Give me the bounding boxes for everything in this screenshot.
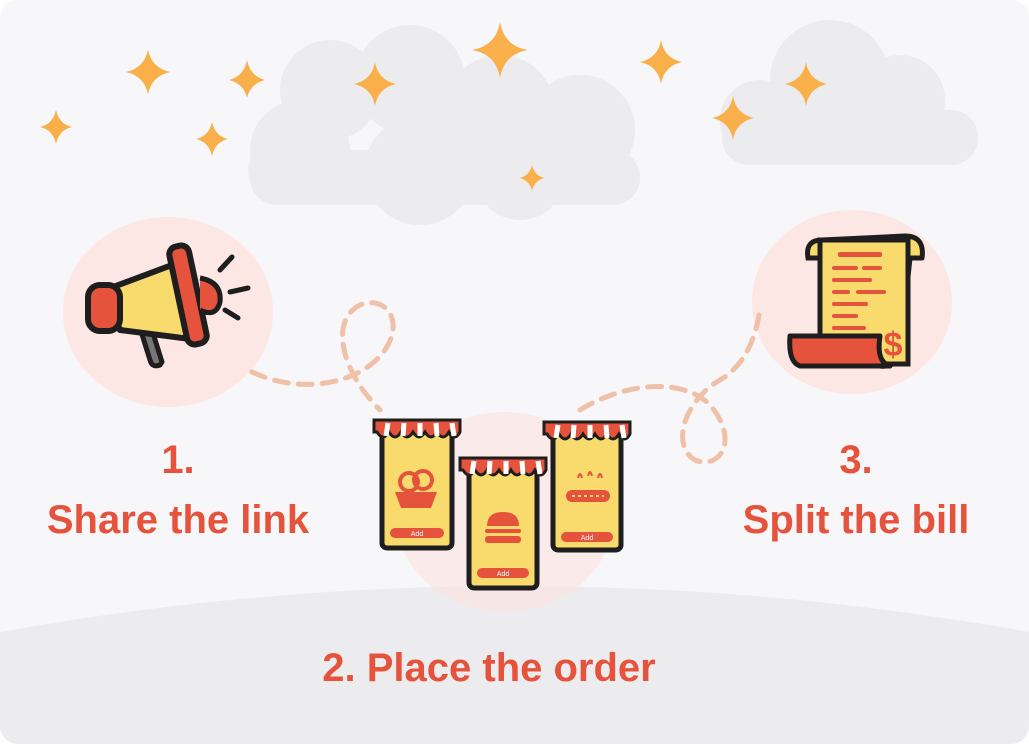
cloud-icon bbox=[720, 20, 978, 165]
phone-card-1: Add bbox=[372, 418, 462, 551]
sparkle-icon bbox=[640, 40, 682, 84]
sparkles bbox=[40, 22, 827, 191]
ground-hill bbox=[0, 586, 1029, 744]
sparkle-icon bbox=[785, 62, 827, 106]
sparkle-icon bbox=[229, 60, 265, 98]
megaphone-icon bbox=[85, 242, 251, 369]
step-1-title: Share the link bbox=[46, 498, 310, 542]
burger-icon bbox=[485, 512, 521, 543]
phone-card-2: Add bbox=[458, 456, 548, 591]
hotdog-icon bbox=[566, 471, 610, 502]
step-3-title: Split the bill bbox=[742, 498, 970, 542]
cloud-icon bbox=[248, 25, 640, 225]
sparkle-icon bbox=[712, 96, 754, 140]
svg-text:$: $ bbox=[884, 326, 903, 364]
add-button-label: Add bbox=[581, 535, 594, 542]
sparkle-icon bbox=[520, 165, 544, 191]
sparkle-icon bbox=[196, 122, 228, 156]
step-3-number: 3. bbox=[839, 438, 873, 482]
receipt-icon: $ bbox=[787, 233, 925, 369]
bowl-icon bbox=[395, 469, 437, 508]
sparkle-icon bbox=[40, 110, 72, 144]
dashed-path-right bbox=[577, 307, 763, 465]
add-button-label: Add bbox=[497, 571, 510, 578]
dashed-path-left bbox=[249, 300, 396, 413]
phone-card-3: Add bbox=[542, 420, 632, 553]
step-1-number: 1. bbox=[161, 438, 195, 482]
step-2-title: 2. Place the order bbox=[322, 646, 656, 690]
sparkle-icon bbox=[126, 50, 170, 94]
sparkle-icon bbox=[354, 62, 396, 106]
sparkle-icon bbox=[472, 22, 528, 78]
add-button-label: Add bbox=[411, 531, 424, 538]
